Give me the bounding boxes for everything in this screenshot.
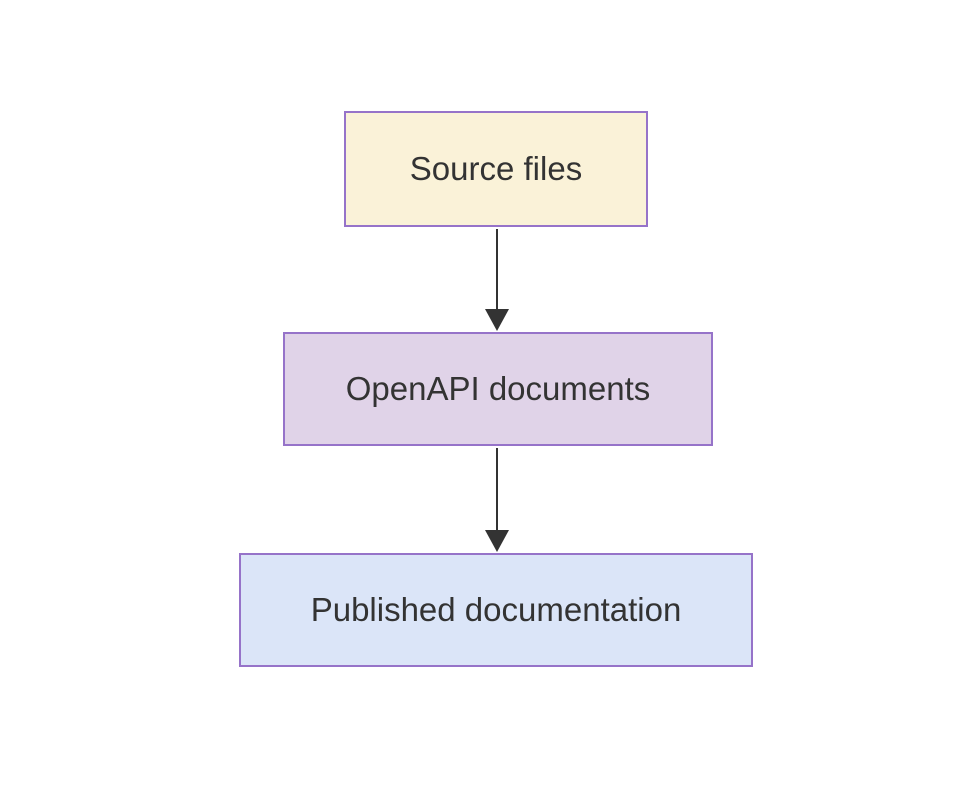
node-source-files-label: Source files [409,150,583,188]
arrowhead-icon [485,309,509,331]
node-published-documentation-label: Published documentation [310,591,682,629]
arrowhead-icon [485,530,509,552]
node-openapi-documents: OpenAPI documents [283,332,713,446]
arrow-openapi-to-published [485,448,509,552]
node-openapi-documents-label: OpenAPI documents [345,370,651,408]
node-published-documentation: Published documentation [239,553,753,667]
node-source-files: Source files [344,111,648,227]
arrow-source-to-openapi [485,229,509,331]
